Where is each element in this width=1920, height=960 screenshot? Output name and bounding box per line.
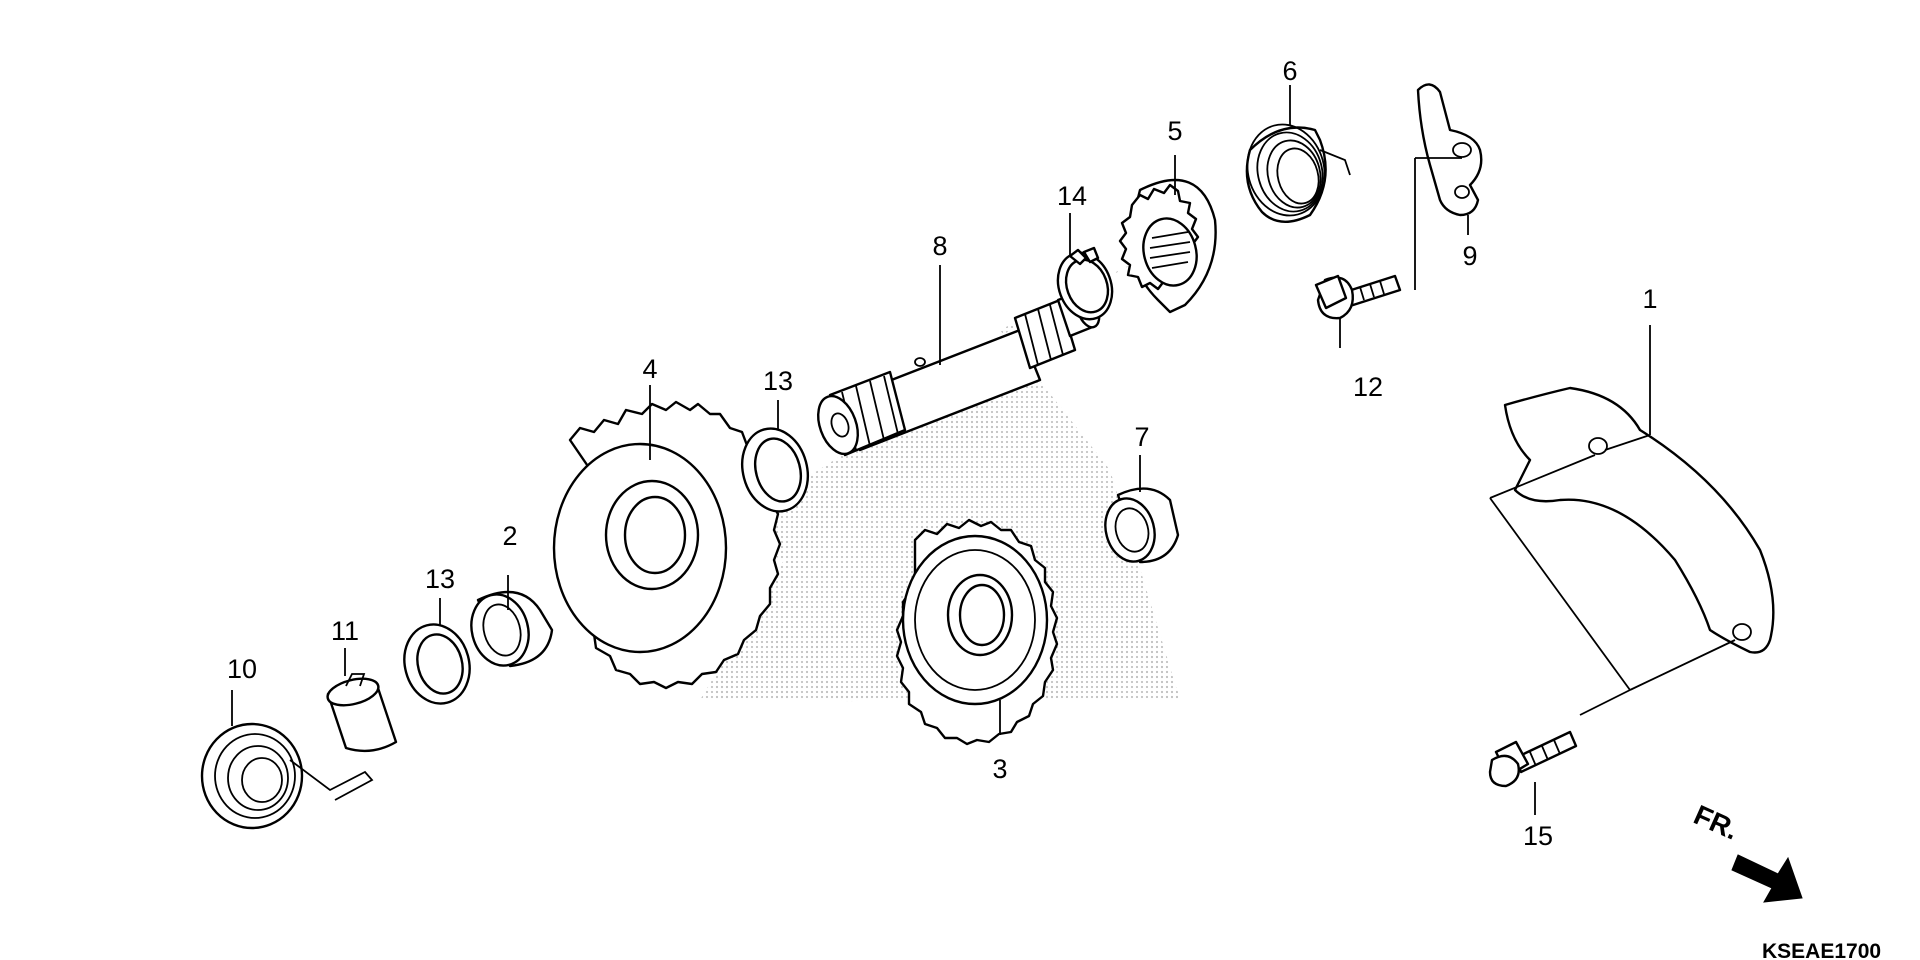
part-1-cover-plate [1503,386,1775,654]
direction-arrow-icon [1731,854,1803,903]
callout-9: 9 [1462,241,1477,271]
callouts: 1 2 3 4 5 6 7 8 9 10 11 12 13 13 14 15 [227,56,1658,851]
callout-14: 14 [1057,181,1087,211]
callout-11: 11 [331,616,359,646]
callout-10: 10 [227,654,257,684]
callout-8: 8 [932,231,947,261]
part-13-washer-lower [403,623,471,705]
part-15-bolt [1488,730,1578,788]
callout-2: 2 [502,521,517,551]
part-13-washer-upper [741,427,809,513]
part-5-ratchet [1118,178,1217,314]
callout-13-lower: 13 [425,564,455,594]
callout-1: 1 [1642,284,1657,314]
diagram-code: KSEAE1700 [1762,940,1881,960]
part-10-spring [200,722,374,830]
callout-5: 5 [1167,116,1182,146]
callout-12: 12 [1353,372,1383,402]
callout-13-upper: 13 [763,366,793,396]
part-11-collar [326,673,398,753]
part-9-bracket-plate [1416,83,1483,217]
callout-3: 3 [992,754,1007,784]
part-12-bolt [1314,274,1402,320]
part-2-bushing [470,590,554,668]
part-7-collar [1104,487,1180,564]
leader-lines [231,85,1736,815]
part-3-gear [895,518,1059,746]
part-14-circlip [1056,246,1114,321]
callout-4: 4 [642,354,657,384]
callout-15: 15 [1523,821,1553,851]
callout-7: 7 [1134,422,1149,452]
callout-6: 6 [1282,56,1297,86]
direction-label: FR. [1689,799,1743,846]
part-6-spring [1245,123,1351,223]
part-4-large-gear [552,400,782,690]
